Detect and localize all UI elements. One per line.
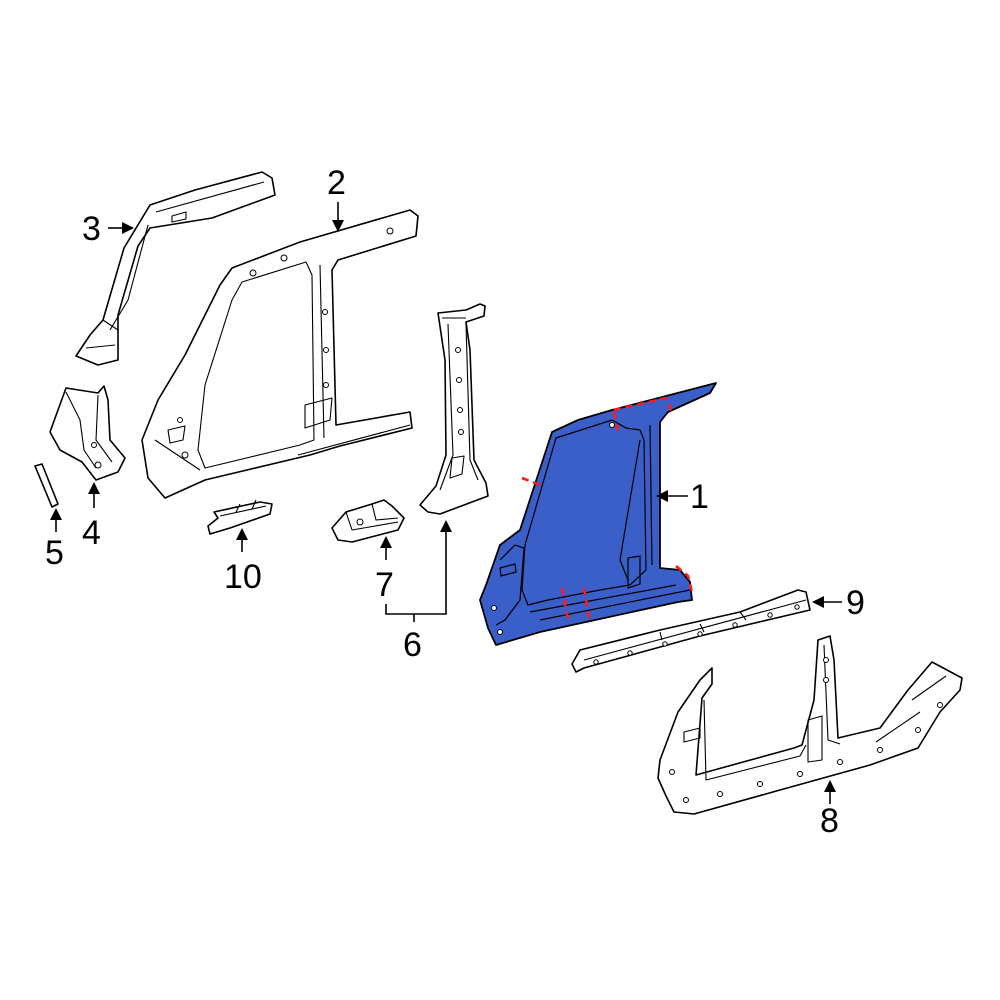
callout-1: 1 xyxy=(690,478,709,516)
part-3-roof-rail[interactable] xyxy=(75,171,276,366)
part-6-center-pillar[interactable] xyxy=(419,303,489,515)
arrowhead-9 xyxy=(812,596,824,608)
leader-lines xyxy=(50,202,842,804)
part-10-bracket[interactable] xyxy=(207,499,273,535)
part-2-side-frame[interactable] xyxy=(141,209,419,499)
arrowhead-7 xyxy=(380,536,392,548)
callout-2: 2 xyxy=(327,164,346,202)
arrowhead-5 xyxy=(50,508,62,520)
callout-labels: 1 2 3 4 5 6 7 8 9 10 xyxy=(45,164,865,840)
arrowhead-6 xyxy=(440,520,452,532)
arrowhead-3 xyxy=(122,222,134,234)
callout-7: 7 xyxy=(375,566,394,604)
part-1-highlighted-panel[interactable] xyxy=(479,382,717,646)
part-9-rocker-reinforcement[interactable] xyxy=(571,589,811,673)
callout-9: 9 xyxy=(846,584,865,622)
callout-6: 6 xyxy=(403,626,422,664)
part-7-bracket[interactable] xyxy=(331,499,405,543)
callout-3: 3 xyxy=(82,210,101,248)
arrowhead-4 xyxy=(88,482,100,494)
part-8-lower-sill[interactable] xyxy=(657,635,963,815)
leader-6 xyxy=(385,530,447,622)
part-5-strip[interactable] xyxy=(34,463,59,508)
part-4-bracket[interactable] xyxy=(49,385,126,481)
arrowhead-10 xyxy=(236,528,248,540)
arrowhead-8 xyxy=(824,780,836,792)
arrowhead-1 xyxy=(656,490,668,502)
callout-4: 4 xyxy=(82,514,101,552)
callout-5: 5 xyxy=(45,534,64,572)
callout-10: 10 xyxy=(224,558,262,596)
arrowhead-2 xyxy=(332,220,344,232)
callout-8: 8 xyxy=(820,802,839,840)
